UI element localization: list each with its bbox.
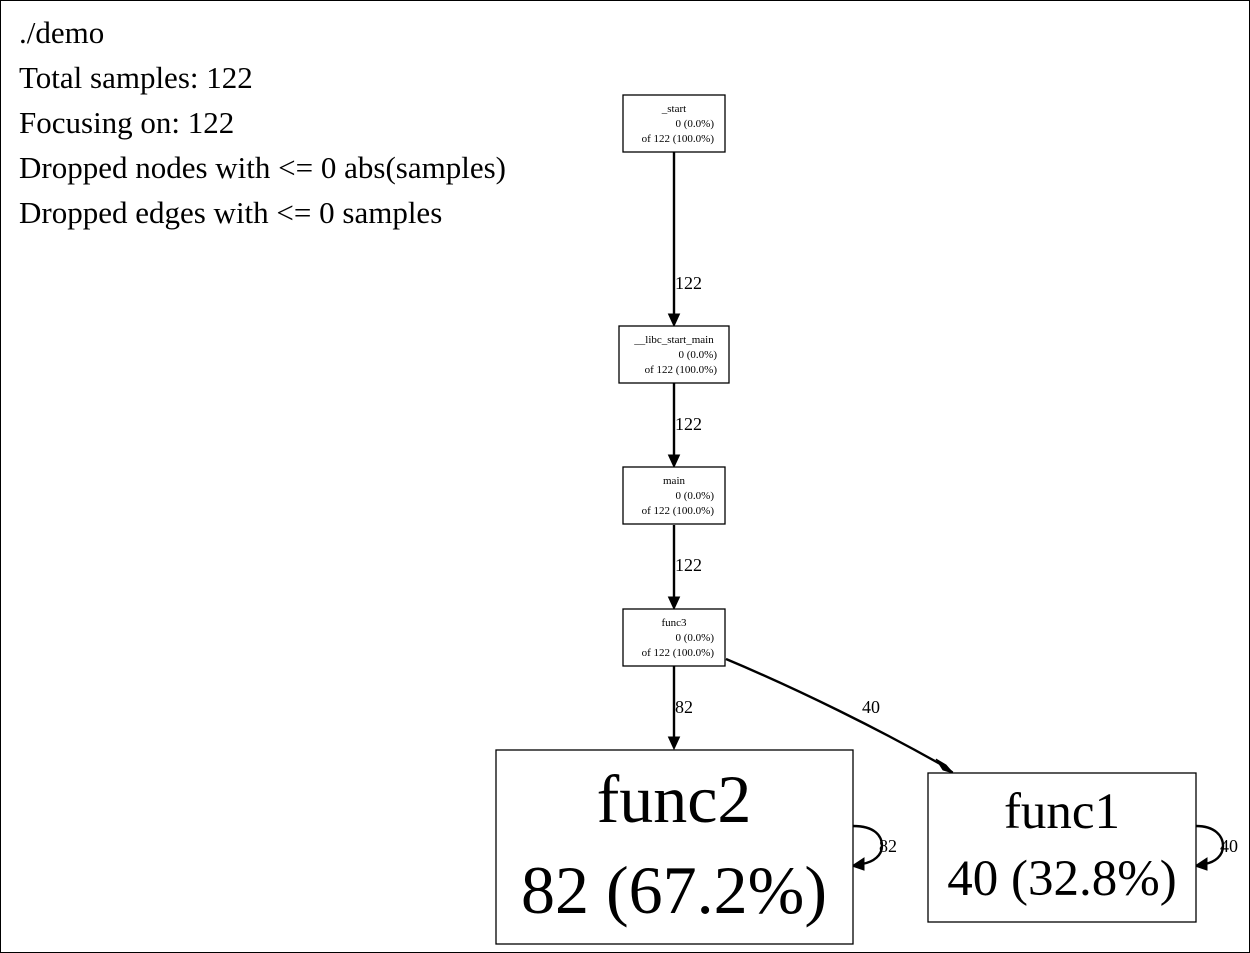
edge-label: 40	[1220, 836, 1238, 856]
node-name: _start	[661, 103, 686, 115]
edge-func3-to-func1[interactable]: 40	[725, 657, 955, 774]
node-flat: 0 (0.0%)	[676, 632, 715, 644]
edge-label: 122	[675, 555, 702, 575]
legend-dropped-edges: Dropped edges with <= 0 samples	[19, 195, 442, 230]
node-flat: 82 (67.2%)	[521, 852, 827, 928]
node-func3[interactable]: func3 0 (0.0%) of 122 (100.0%)	[622, 608, 726, 667]
edge-func2-self[interactable]: 82	[850, 824, 897, 871]
edge-start-to-libc[interactable]: 122	[667, 152, 703, 328]
node-main[interactable]: main 0 (0.0%) of 122 (100.0%)	[622, 466, 726, 525]
node-func2[interactable]: func2 82 (67.2%)	[495, 749, 854, 945]
edge-label: 40	[862, 697, 880, 717]
legend-total-samples: Total samples: 122	[19, 60, 253, 95]
node-libc-start-main[interactable]: __libc_start_main 0 (0.0%) of 122 (100.0…	[618, 325, 730, 384]
node-func1[interactable]: func1 40 (32.8%)	[927, 772, 1197, 923]
edge-label: 82	[879, 836, 897, 856]
edge-label: 82	[675, 697, 693, 717]
edge-libc-to-main[interactable]: 122	[667, 383, 703, 469]
node-name: __libc_start_main	[633, 334, 714, 346]
legend: ./demo Total samples: 122 Focusing on: 1…	[19, 15, 506, 230]
legend-dropped-nodes: Dropped nodes with <= 0 abs(samples)	[19, 150, 506, 185]
node-cum: of 122 (100.0%)	[642, 133, 715, 145]
edge-label: 122	[675, 414, 702, 434]
edge-func1-self[interactable]: 40	[1193, 824, 1238, 871]
edge-main-to-func3[interactable]: 122	[667, 525, 703, 611]
legend-program: ./demo	[19, 15, 104, 50]
node-flat: 40 (32.8%)	[947, 851, 1176, 907]
node-name: func3	[661, 617, 687, 629]
edge-label: 122	[675, 273, 702, 293]
node-flat: 0 (0.0%)	[676, 490, 715, 502]
node-start[interactable]: _start 0 (0.0%) of 122 (100.0%)	[622, 94, 726, 153]
edge-func3-to-func2[interactable]: 82	[667, 666, 694, 751]
node-cum: of 122 (100.0%)	[645, 364, 718, 376]
node-cum: of 122 (100.0%)	[642, 647, 715, 659]
node-flat: 0 (0.0%)	[676, 118, 715, 130]
node-name: func1	[1004, 784, 1120, 840]
node-name: main	[663, 475, 685, 487]
node-flat: 0 (0.0%)	[679, 349, 718, 361]
node-name: func2	[597, 761, 752, 837]
legend-focusing: Focusing on: 122	[19, 105, 234, 140]
node-cum: of 122 (100.0%)	[642, 505, 715, 517]
